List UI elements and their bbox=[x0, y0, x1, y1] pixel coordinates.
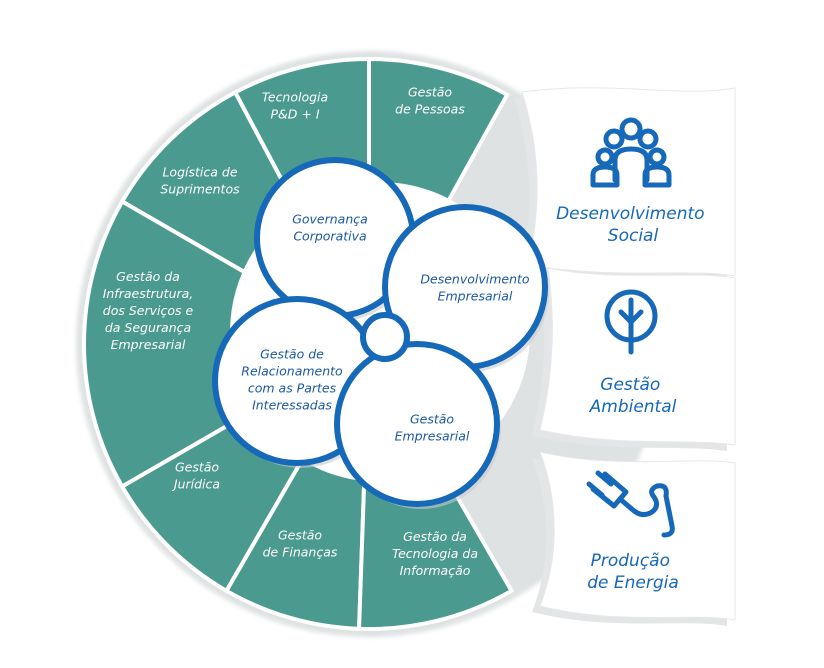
segment-label-line: Tecnologia da bbox=[392, 546, 478, 561]
segment-label-line: Gestão da bbox=[116, 269, 180, 284]
segment-label: Gestão da Tecnologia da Informação bbox=[392, 529, 478, 578]
core-label-line: Gestão de bbox=[260, 347, 324, 362]
core-label-line: Governança bbox=[292, 212, 368, 227]
segment-label-line: dos Serviços e bbox=[103, 303, 194, 318]
core-label-line: Relacionamento bbox=[241, 364, 343, 379]
segment-label-line: Gestão bbox=[175, 460, 219, 475]
segment-label-line: Informação bbox=[400, 563, 471, 578]
segment-label: Gestão de Finanças bbox=[263, 528, 338, 560]
core-label-line: Interessadas bbox=[252, 398, 332, 413]
segment-label: Logística de Suprimentos bbox=[160, 165, 240, 197]
pillar-producao-de-energia: Produção de Energia bbox=[532, 451, 736, 626]
pillar-label: Produção de Energia bbox=[587, 551, 679, 593]
core-petal-shape bbox=[334, 341, 500, 507]
segment-label-line: Gestão bbox=[408, 85, 452, 100]
pillar-panel bbox=[539, 451, 736, 621]
core-label-line: Corporativa bbox=[293, 229, 366, 244]
segment-label-line: da Segurança bbox=[105, 320, 191, 335]
segment-label-line: Suprimentos bbox=[160, 182, 240, 197]
segment-label-line: Gestão da bbox=[403, 529, 467, 544]
segment-label: Gestão da Infraestrutura, dos Serviços e da… bbox=[103, 269, 194, 352]
segment-label-line: Tecnologia bbox=[262, 90, 328, 105]
segment-label-line: Empresarial bbox=[111, 337, 186, 352]
core-label-line: Gestão bbox=[410, 412, 454, 427]
pillar-label: Desenvolvimento Social bbox=[556, 204, 710, 246]
segment-label-line: de Pessoas bbox=[395, 102, 465, 117]
segment-label-line: de Finanças bbox=[263, 545, 338, 560]
center-hub bbox=[360, 312, 410, 362]
core-label-line: Desenvolvimento bbox=[420, 272, 530, 287]
power-plug-icon bbox=[586, 470, 675, 538]
segment-label: Gestão de Pessoas bbox=[395, 85, 465, 117]
segment-label-line: Gestão bbox=[278, 528, 322, 543]
pillar-panel bbox=[539, 267, 736, 446]
core-label-line: com as Partes bbox=[248, 381, 337, 396]
segment-label-line: Infraestrutura, bbox=[103, 286, 194, 301]
core-label-line: Empresarial bbox=[438, 289, 513, 304]
pillar-gestao-ambiental: Gestão Ambiental bbox=[532, 267, 736, 451]
tree-icon bbox=[604, 289, 658, 355]
pillar-label: Gestão Ambiental bbox=[589, 375, 677, 417]
segment-label-line: Jurídica bbox=[171, 477, 220, 492]
people-group-icon bbox=[590, 117, 672, 188]
pillars: Desenvolvimento Social Gestão Ambiental bbox=[514, 87, 736, 626]
core-label-line: Empresarial bbox=[395, 429, 470, 444]
segment-label-line: P&D + I bbox=[270, 107, 319, 122]
pillar-panel bbox=[521, 87, 736, 277]
pillar-desenvolvimento-social: Desenvolvimento Social bbox=[514, 87, 736, 282]
segment-label-line: Logística de bbox=[162, 165, 237, 180]
